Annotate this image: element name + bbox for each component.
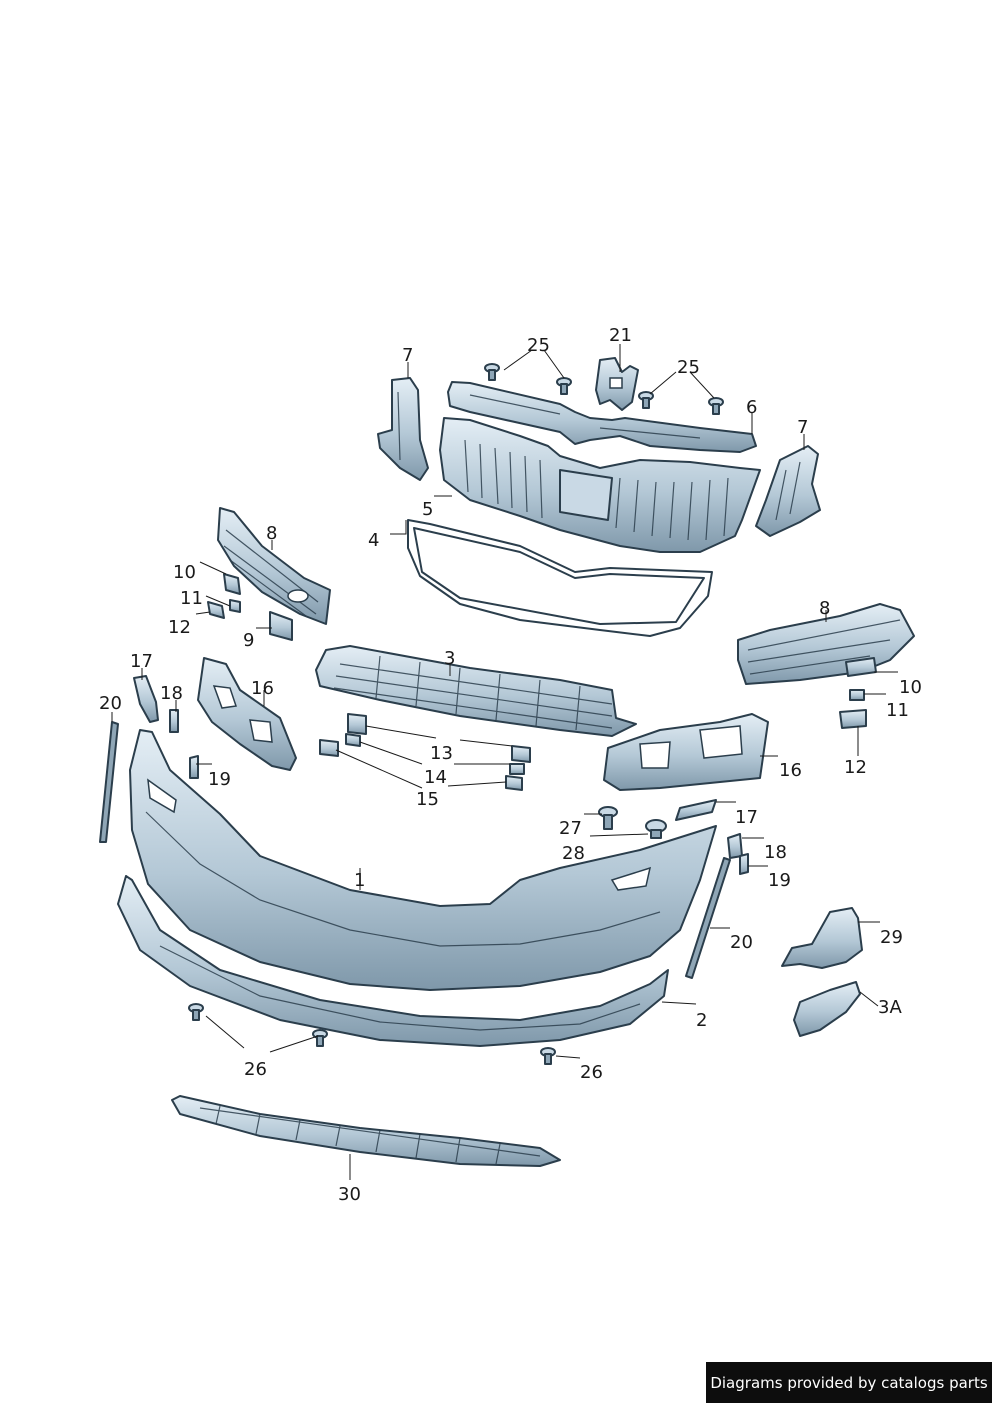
- screw-icon: [638, 391, 654, 409]
- callout-4: 4: [368, 530, 379, 551]
- callout-16-right: 16: [779, 760, 802, 781]
- leader-lines: [111, 344, 898, 1180]
- callout-19-left: 19: [208, 769, 231, 790]
- part-4-grille-frame: [407, 519, 713, 637]
- callout-10-right: 10: [899, 677, 922, 698]
- callout-18-right: 18: [764, 842, 787, 863]
- callout-21: 21: [609, 325, 632, 346]
- small-parts: [133, 573, 877, 875]
- screw-icon: [312, 1029, 328, 1047]
- callout-1: 1: [354, 870, 365, 891]
- screw-icon: [556, 377, 572, 395]
- part-6-upper-crossmember: [447, 381, 757, 453]
- callout-7-right: 7: [797, 417, 808, 438]
- part-16-left-air-guide: [197, 657, 297, 771]
- part-7-left-bracket: [377, 377, 429, 481]
- screw-icon: [645, 819, 667, 839]
- callout-7-left: 7: [402, 345, 413, 366]
- callout-11-right: 11: [886, 700, 909, 721]
- part-16-right-air-guide: [603, 713, 769, 791]
- callout-29: 29: [880, 927, 903, 948]
- callout-3a: 3A: [878, 997, 902, 1018]
- callout-8-right: 8: [819, 598, 830, 619]
- callout-20-left: 20: [99, 693, 122, 714]
- callout-2: 2: [696, 1010, 707, 1031]
- callout-12-left: 12: [168, 617, 191, 638]
- callout-28: 28: [562, 843, 585, 864]
- callout-27: 27: [559, 818, 582, 839]
- callout-11-left: 11: [180, 588, 203, 609]
- screw-icon: [708, 397, 724, 415]
- callout-labels: 1 2 3 3A 4 5 6 7 7 8 8 9 10 10 11 11 12 …: [99, 325, 922, 1205]
- part-30-lower-grille-strip: [171, 1095, 561, 1167]
- callout-16-left: 16: [251, 678, 274, 699]
- part-3a-cover: [793, 981, 861, 1037]
- part-29-bracket: [781, 907, 863, 969]
- screw-icon: [484, 363, 500, 381]
- callout-14: 14: [424, 767, 447, 788]
- screws: [188, 363, 724, 1065]
- footer-credit-banner: Diagrams provided by catalogs parts: [706, 1362, 992, 1403]
- part-8-left-grille: [217, 507, 331, 625]
- callout-26-left: 26: [244, 1059, 267, 1080]
- callout-25-left: 25: [527, 335, 550, 356]
- callout-17-right: 17: [735, 807, 758, 828]
- callout-13: 13: [430, 743, 453, 764]
- footer-credit-text: Diagrams provided by catalogs parts: [710, 1373, 988, 1392]
- callout-20-right: 20: [730, 932, 753, 953]
- callout-10-left: 10: [173, 562, 196, 583]
- screw-icon: [598, 806, 618, 830]
- screw-icon: [188, 1003, 204, 1021]
- callout-12-right: 12: [844, 757, 867, 778]
- callout-8-left: 8: [266, 523, 277, 544]
- callout-3: 3: [444, 648, 455, 669]
- part-21-bracket: [595, 357, 639, 411]
- part-5-radiator-grille: [439, 417, 761, 553]
- part-7-right-bracket: [755, 445, 821, 537]
- callout-6: 6: [746, 397, 757, 418]
- callout-18-left: 18: [160, 683, 183, 704]
- part-1-bumper-cover: [129, 729, 717, 991]
- part-2-lower-spoiler: [117, 875, 669, 1047]
- part-3-lower-grille: [315, 645, 637, 737]
- callout-17-left: 17: [130, 651, 153, 672]
- callout-9: 9: [243, 630, 254, 651]
- callout-25-right: 25: [677, 357, 700, 378]
- callout-15: 15: [416, 789, 439, 810]
- callout-26-right: 26: [580, 1062, 603, 1083]
- screw-icon: [540, 1047, 556, 1065]
- callout-30: 30: [338, 1184, 361, 1205]
- callout-5: 5: [422, 499, 433, 520]
- part-20-left-strip: [99, 721, 119, 843]
- part-20-right-strip: [685, 857, 731, 979]
- callout-19-right: 19: [768, 870, 791, 891]
